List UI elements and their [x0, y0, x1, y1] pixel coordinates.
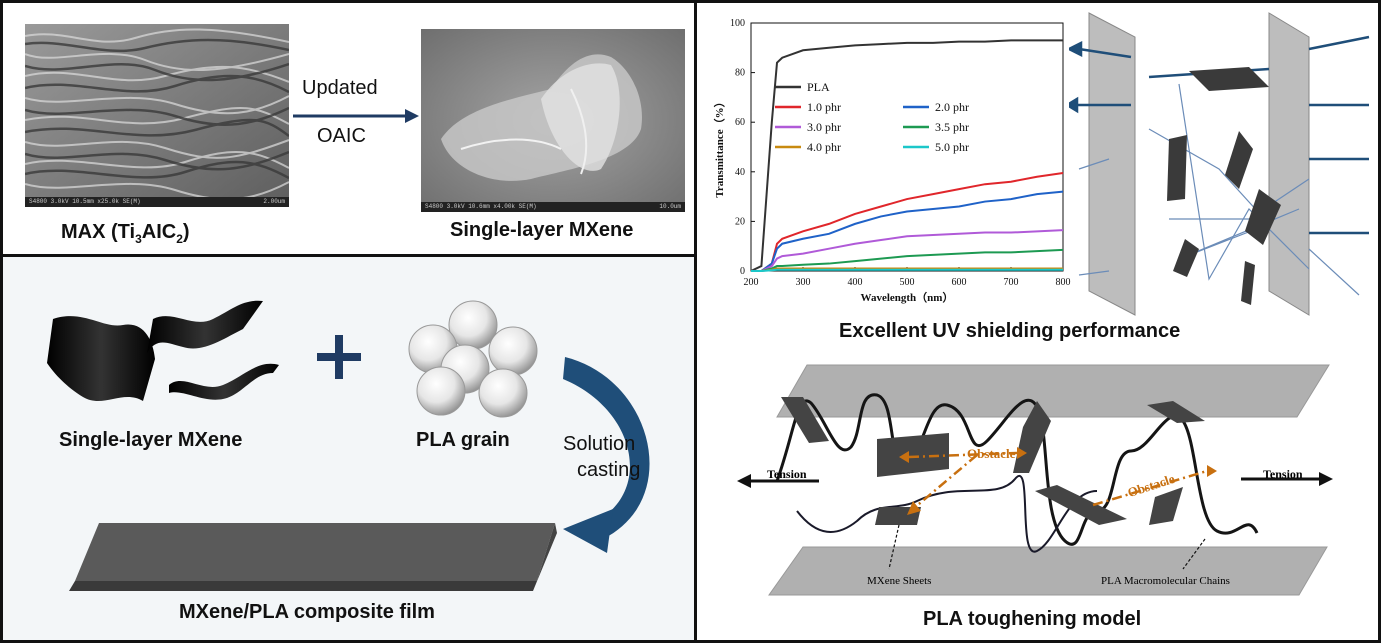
sem-caption-mxene-text: S4800 3.0kV 10.6mm x4.00k SE(M) — [425, 203, 537, 210]
single-layer-mxene-label-bottom: Single-layer MXene — [59, 429, 243, 451]
legend-label: 3.5 phr — [935, 120, 969, 134]
x-tick-label: 300 — [796, 277, 811, 288]
legend-label: 3.0 phr — [807, 120, 841, 134]
toughening-title: PLA toughening model — [923, 608, 1142, 630]
panel-sem-conversion: S4800 3.0kV 10.5mm x25.0k SE(M) 2.00um MA… — [0, 0, 697, 257]
obstacle-label-1: Obstacle — [967, 446, 1016, 461]
toughening-model-illustration — [737, 364, 1333, 596]
single-layer-mxene-label-top: Single-layer MXene — [450, 219, 634, 241]
x-tick-label: 800 — [1056, 277, 1071, 288]
y-axis-label: Transmittance（%） — [713, 96, 726, 197]
max-label-prefix: MAX (Ti — [61, 221, 136, 243]
sem-caption-max: S4800 3.0kV 10.5mm x25.0k SE(M) 2.00um — [25, 197, 289, 207]
pla-chains-label: PLA Macromolecular Chains — [1101, 575, 1230, 587]
legend-label: 1.0 phr — [807, 100, 841, 114]
film-label: MXene/PLA composite film — [179, 601, 435, 623]
sem-caption-max-scale: 2.00um — [263, 198, 285, 205]
series-line — [750, 39, 1063, 272]
casting-label: casting — [577, 459, 641, 481]
y-tick-label: 60 — [735, 117, 745, 128]
solution-label: Solution — [563, 433, 636, 455]
sem-caption-max-text: S4800 3.0kV 10.5mm x25.0k SE(M) — [29, 198, 141, 205]
x-tick-label: 600 — [952, 277, 967, 288]
casting-curved-arrow — [563, 357, 650, 553]
uv-transmittance-chart: 200 300 400 500 600 700 800 0 20 40 60 80 100Wavelen… — [713, 18, 1071, 304]
uv-title: Excellent UV shielding performance — [839, 320, 1181, 342]
y-tick-label: 0 — [740, 266, 745, 277]
series-line — [751, 190, 1064, 272]
composite-film — [69, 523, 557, 591]
y-tick-label: 100 — [730, 18, 745, 29]
y-tick-label: 80 — [735, 68, 745, 79]
sem-caption-mxene: S4800 3.0kV 10.6mm x4.00k SE(M) 10.0um — [421, 202, 685, 212]
plus-icon — [317, 335, 361, 379]
x-tick-label: 500 — [900, 277, 915, 288]
x-tick-label: 400 — [848, 277, 863, 288]
mxene-sheets-illustration — [47, 300, 279, 401]
sem-caption-mxene-scale: 10.0um — [659, 203, 681, 210]
sem-texture-mxene — [421, 29, 685, 212]
sem-image-max: S4800 3.0kV 10.5mm x25.0k SE(M) 2.00um — [25, 24, 289, 207]
sem-image-mxene: S4800 3.0kV 10.6mm x4.00k SE(M) 10.0um — [421, 29, 685, 212]
x-tick-label: 200 — [744, 277, 759, 288]
mxene-sheets-label: MXene Sheets — [867, 575, 932, 587]
sem-texture-max — [25, 24, 289, 207]
uv-shielding-illustration — [1069, 12, 1370, 316]
series-line — [751, 268, 1063, 272]
max-label-suffix: ) — [182, 221, 190, 243]
panel-solution-casting: Single-layer MXene PLA grain Solution ca… — [0, 254, 697, 643]
oaic-label: OAIC — [317, 125, 366, 147]
legend-label: 5.0 phr — [935, 140, 969, 154]
conversion-arrow — [293, 109, 419, 123]
y-tick-label: 40 — [735, 167, 745, 178]
pla-grains-illustration — [408, 300, 538, 418]
max-label-sub1: 3 — [135, 232, 142, 246]
legend-label: 2.0 phr — [935, 100, 969, 114]
x-tick-label: 700 — [1004, 277, 1019, 288]
legend-label: 4.0 phr — [807, 140, 841, 154]
y-tick-label: 20 — [735, 216, 745, 227]
series-line — [751, 248, 1064, 272]
legend-label: PLA — [807, 80, 830, 94]
max-label: MAX (Ti3AIC2) — [61, 221, 190, 246]
tension-right-label: Tension — [1263, 467, 1303, 481]
max-label-sub2: 2 — [176, 232, 183, 246]
tension-left-label: Tension — [767, 467, 807, 481]
series-line — [751, 229, 1064, 272]
pla-grain-label: PLA grain — [416, 429, 510, 451]
updated-label: Updated — [302, 77, 378, 99]
x-axis-label: Wavelength（nm） — [861, 291, 954, 304]
max-label-mid: AIC — [141, 221, 177, 243]
